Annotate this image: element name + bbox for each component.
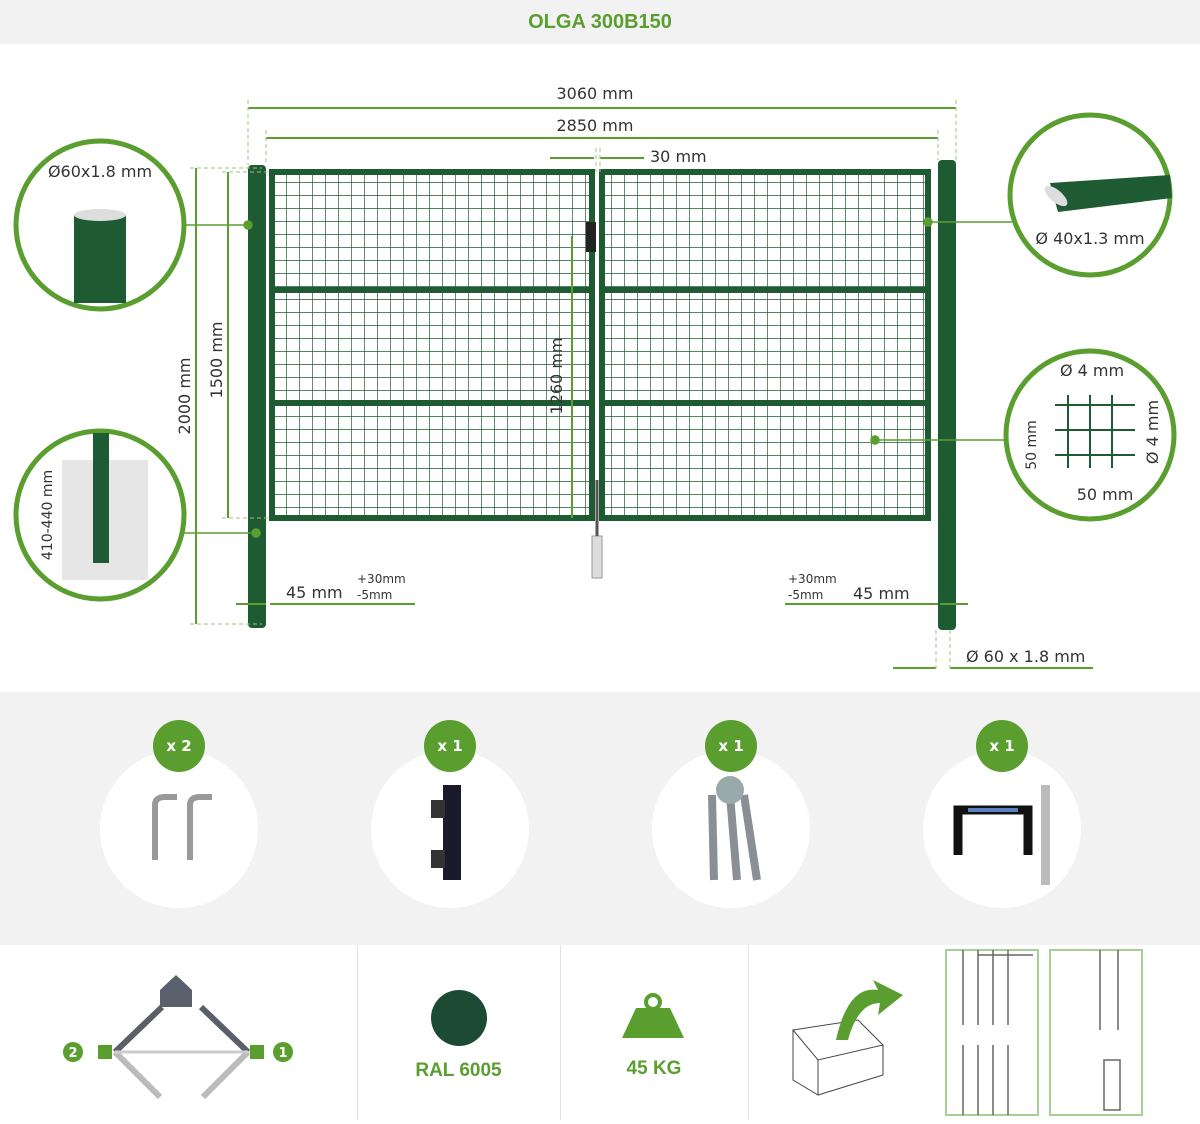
installation-icons (792, 949, 1143, 1116)
post-bottom-label: Ø 60 x 1.8 mm (966, 647, 1085, 666)
accessory-hinge-bolts (100, 750, 258, 908)
weight-icon (622, 993, 684, 1038)
right-leaf (599, 169, 931, 521)
left-leaf (269, 169, 595, 521)
wire-diameter-side-label: Ø 4 mm (1143, 400, 1162, 464)
ground-bolt (591, 535, 603, 579)
post-spec-label: Ø60x1.8 mm (48, 162, 152, 181)
right-tolerance-plus: +30mm (788, 572, 837, 586)
handle-icon (953, 785, 1050, 885)
right-tolerance-minus: -5mm (788, 588, 823, 602)
gate-width-label: 2850 mm (557, 116, 634, 135)
color-swatch (431, 990, 487, 1046)
post-height-label: 2000 mm (175, 358, 194, 435)
color-label: RAL 6005 (415, 1060, 502, 1081)
hinge-bolt-icon (152, 794, 212, 860)
left-post (248, 165, 266, 628)
opening-option-1: 1 (278, 1046, 287, 1061)
qty-badge: x 1 (976, 720, 1028, 772)
accessory-keys (652, 750, 810, 908)
total-width-label: 3060 mm (557, 84, 634, 103)
installation-cell (748, 945, 1200, 1120)
opening-option-2: 2 (68, 1046, 77, 1061)
gap-label: 30 mm (650, 147, 707, 166)
qty-badge: x 1 (705, 720, 757, 772)
color-cell: RAL 6005 (357, 945, 561, 1120)
post-callout: Ø60x1.8 mm (13, 138, 187, 312)
foundation-callout: 410-440 mm (13, 428, 187, 602)
left-clearance-label: 45 mm (286, 583, 343, 602)
unbox-arrow-icon (836, 980, 903, 1040)
lock-icon (431, 785, 461, 880)
accessory-lock (371, 750, 529, 908)
mesh-height-label: 50 mm (1024, 420, 1040, 470)
gate-diagram: 3060 mm 2850 mm 30 mm 2000 mm 1500 mm 12… (13, 84, 1177, 672)
left-tolerance-minus: -5mm (357, 588, 392, 602)
right-post (938, 160, 956, 630)
left-tolerance-plus: +30mm (357, 572, 406, 586)
wire-diameter-label: Ø 4 mm (1060, 361, 1124, 380)
opening-direction-cell: 2 1 (0, 945, 358, 1120)
right-clearance-label: 45 mm (853, 584, 910, 603)
foundation-depth-label: 410-440 mm (40, 470, 56, 560)
gate-height-label: 1500 mm (207, 322, 226, 399)
accessory-handle (923, 750, 1081, 908)
frame-spec-label: Ø 40x1.3 mm (1035, 229, 1144, 248)
accessories-band: x 2 x 1 x 1 x 1 (0, 692, 1200, 945)
weight-cell: 45 KG (560, 945, 749, 1120)
weight-label: 45 KG (626, 1058, 682, 1079)
lock-height-label: 1260 mm (547, 338, 566, 415)
mesh-callout: Ø 4 mm Ø 4 mm 50 mm 50 mm (1003, 348, 1177, 522)
opening-direction-icon: 2 1 (63, 975, 293, 1100)
lock-box (586, 222, 596, 252)
product-title: OLGA 300B150 (0, 0, 1200, 44)
qty-badge: x 1 (424, 720, 476, 772)
mesh-width-label: 50 mm (1077, 485, 1134, 504)
frame-callout: Ø 40x1.3 mm (1007, 112, 1173, 278)
keys-icon (708, 776, 761, 881)
qty-badge: x 2 (153, 720, 205, 772)
features-row: 2 1 RAL 6005 45 KG (0, 945, 1200, 1120)
